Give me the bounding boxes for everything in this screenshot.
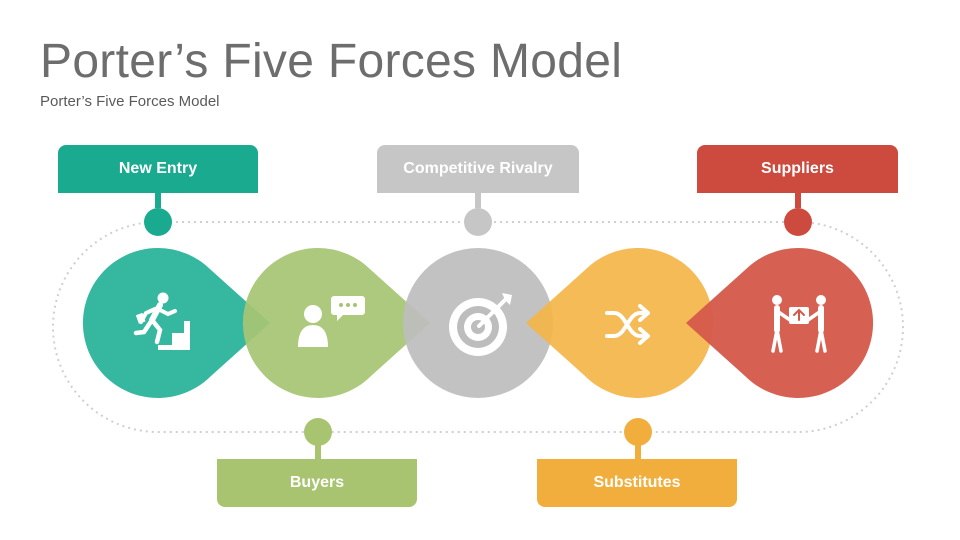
tag-suppliers: Suppliers	[697, 145, 898, 193]
tag-buyers: Buyers	[217, 459, 417, 507]
force-buyers-drop	[242, 247, 430, 398]
tag-new-entry: New Entry	[58, 145, 258, 193]
page-title: Porter’s Five Forces Model	[40, 35, 623, 88]
force-substitutes-drop	[526, 247, 714, 398]
tag-competitive-rivalry: Competitive Rivalry	[377, 145, 579, 193]
target-arrow-icon	[449, 293, 512, 356]
handover-package-icon	[771, 295, 827, 353]
force-new-entry-drop	[82, 247, 270, 398]
tag-substitutes: Substitutes	[537, 459, 737, 507]
customer-feedback-icon	[298, 296, 365, 347]
page-subtitle: Porter’s Five Forces Model	[40, 93, 220, 110]
shuffle-icon	[605, 304, 650, 345]
connector-dots	[144, 208, 812, 446]
running-stairs-icon	[133, 292, 190, 350]
connectors	[155, 192, 801, 460]
